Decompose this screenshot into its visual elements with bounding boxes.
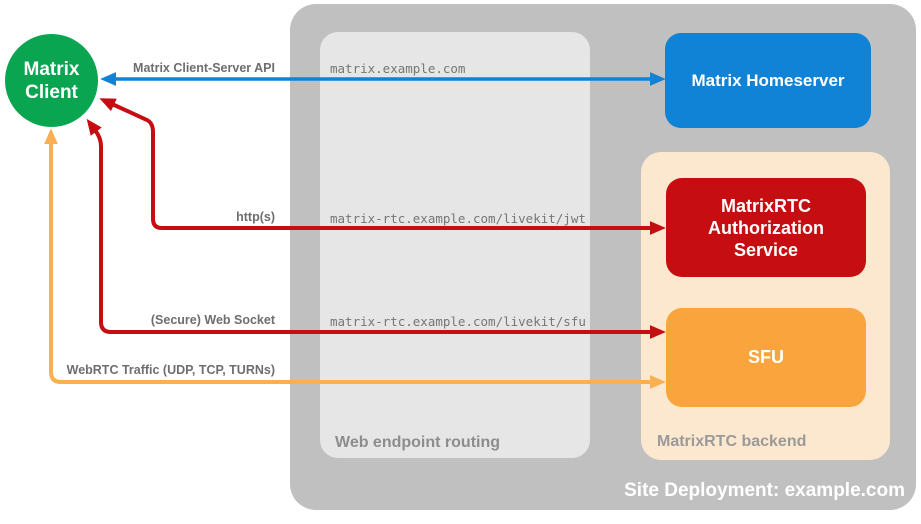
sfu-node: SFU xyxy=(666,308,866,407)
matrix-client-node: Matrix Client xyxy=(5,34,98,127)
matrixrtc-authorization-service-node: MatrixRTC Authorization Service xyxy=(666,178,866,277)
client-server-api-label: Matrix Client-Server API xyxy=(133,61,275,75)
https-label: http(s) xyxy=(236,210,275,224)
endpoint-livekit-jwt: matrix-rtc.example.com/livekit/jwt xyxy=(330,211,586,226)
websocket-label: (Secure) Web Socket xyxy=(150,313,275,327)
matrixrtc-backend-caption: MatrixRTC backend xyxy=(657,433,807,450)
endpoint-matrix-example-com: matrix.example.com xyxy=(330,61,466,76)
webrtc-traffic-label: WebRTC Traffic (UDP, TCP, TURNs) xyxy=(66,363,275,377)
matrix-homeserver-node: Matrix Homeserver xyxy=(665,33,871,128)
web-endpoint-routing-container xyxy=(320,32,590,458)
endpoint-livekit-sfu: matrix-rtc.example.com/livekit/sfu xyxy=(330,314,586,329)
web-endpoint-routing-caption: Web endpoint routing xyxy=(335,434,501,451)
site-deployment-caption: Site Deployment: example.com xyxy=(624,480,905,501)
